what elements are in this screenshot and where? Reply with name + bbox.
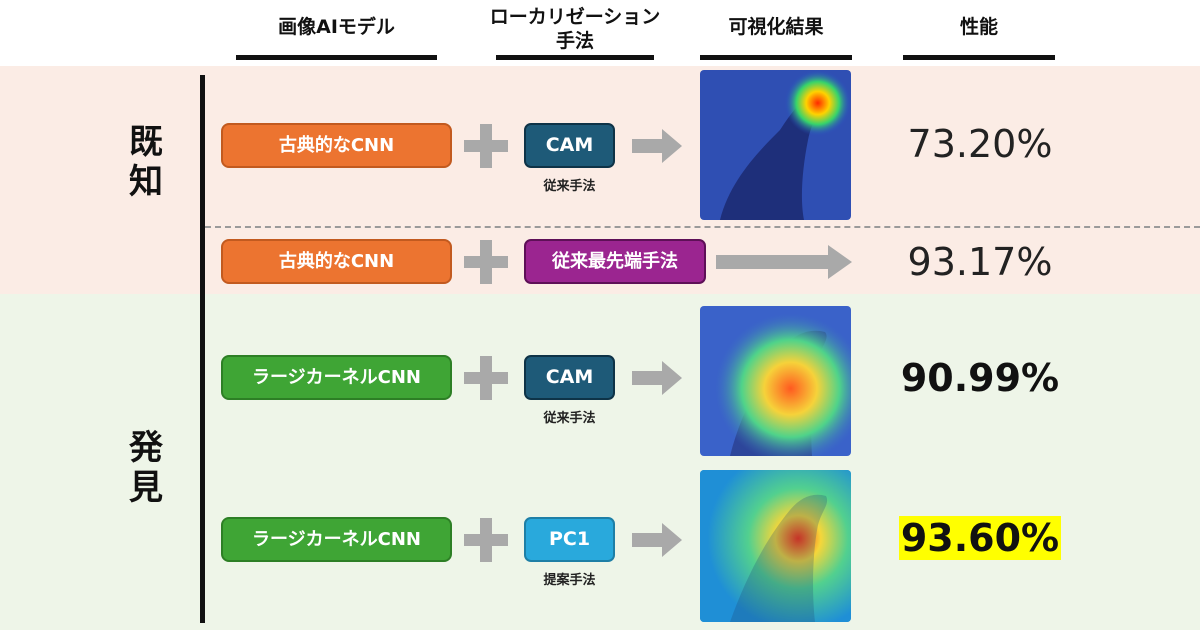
model-box-large-kernel-cnn: ラージカーネルCNN — [221, 355, 452, 400]
method-caption: 従来手法 — [543, 179, 596, 194]
plus-icon — [464, 240, 508, 284]
heatmap-image-row3 — [700, 306, 851, 456]
plus-icon — [464, 356, 508, 400]
performance-value: 90.99% — [900, 356, 1060, 400]
performance-value: 93.17% — [907, 240, 1053, 284]
section-label-known: 既 知 — [126, 122, 166, 202]
method-box-cam: CAM — [524, 123, 615, 168]
performance-value-highlighted: 93.60% — [860, 516, 1100, 560]
column-header-visualization-label: 可視化結果 — [728, 16, 824, 38]
model-box-classic-cnn: 古典的なCNN — [221, 239, 452, 284]
section-label-known-char-2: 知 — [129, 162, 163, 202]
column-header-underline — [903, 55, 1055, 60]
section-divider-line — [200, 75, 205, 623]
arrow-right-icon — [632, 361, 682, 395]
column-header-visualization: 可視化結果 — [700, 0, 852, 66]
section-label-discovered-char-2: 見 — [129, 468, 163, 508]
plus-icon — [464, 518, 508, 562]
method-box-cam: CAM — [524, 355, 615, 400]
model-box-large-kernel-cnn: ラージカーネルCNN — [221, 517, 452, 562]
column-header-method-label-1: ローカリゼーション — [489, 6, 661, 28]
column-header-method-label-2: 手法 — [555, 30, 594, 52]
model-box-classic-cnn: 古典的なCNN — [221, 123, 452, 168]
column-header-performance: 性能 — [903, 0, 1055, 66]
plus-icon — [464, 124, 508, 168]
column-header-method: ローカリゼーション 手法 — [470, 0, 680, 66]
row-separator-dashed — [205, 226, 1200, 228]
column-header-underline — [496, 55, 654, 60]
column-header-performance-label: 性能 — [959, 16, 998, 38]
heatmap-image-row1 — [700, 70, 851, 220]
method-box-sota: 従来最先端手法 — [524, 239, 706, 284]
section-label-discovered: 発 見 — [126, 428, 166, 508]
section-label-discovered-char-1: 発 — [129, 428, 163, 468]
performance-highlight: 93.60% — [898, 516, 1062, 560]
arrow-right-long-icon — [716, 245, 852, 279]
column-header-model-label: 画像AIモデル — [278, 16, 395, 38]
arrow-right-icon — [632, 129, 682, 163]
heatmap-image-row4 — [700, 470, 851, 622]
method-caption: 提案手法 — [543, 573, 596, 588]
method-box-pc1: PC1 — [524, 517, 615, 562]
performance-value: 73.20% — [907, 122, 1053, 166]
column-header-model: 画像AIモデル — [236, 0, 437, 66]
column-header-underline — [236, 55, 437, 60]
section-label-known-char-1: 既 — [129, 122, 163, 162]
column-header-underline — [700, 55, 852, 60]
method-caption: 従来手法 — [543, 411, 596, 426]
arrow-right-icon — [632, 523, 682, 557]
